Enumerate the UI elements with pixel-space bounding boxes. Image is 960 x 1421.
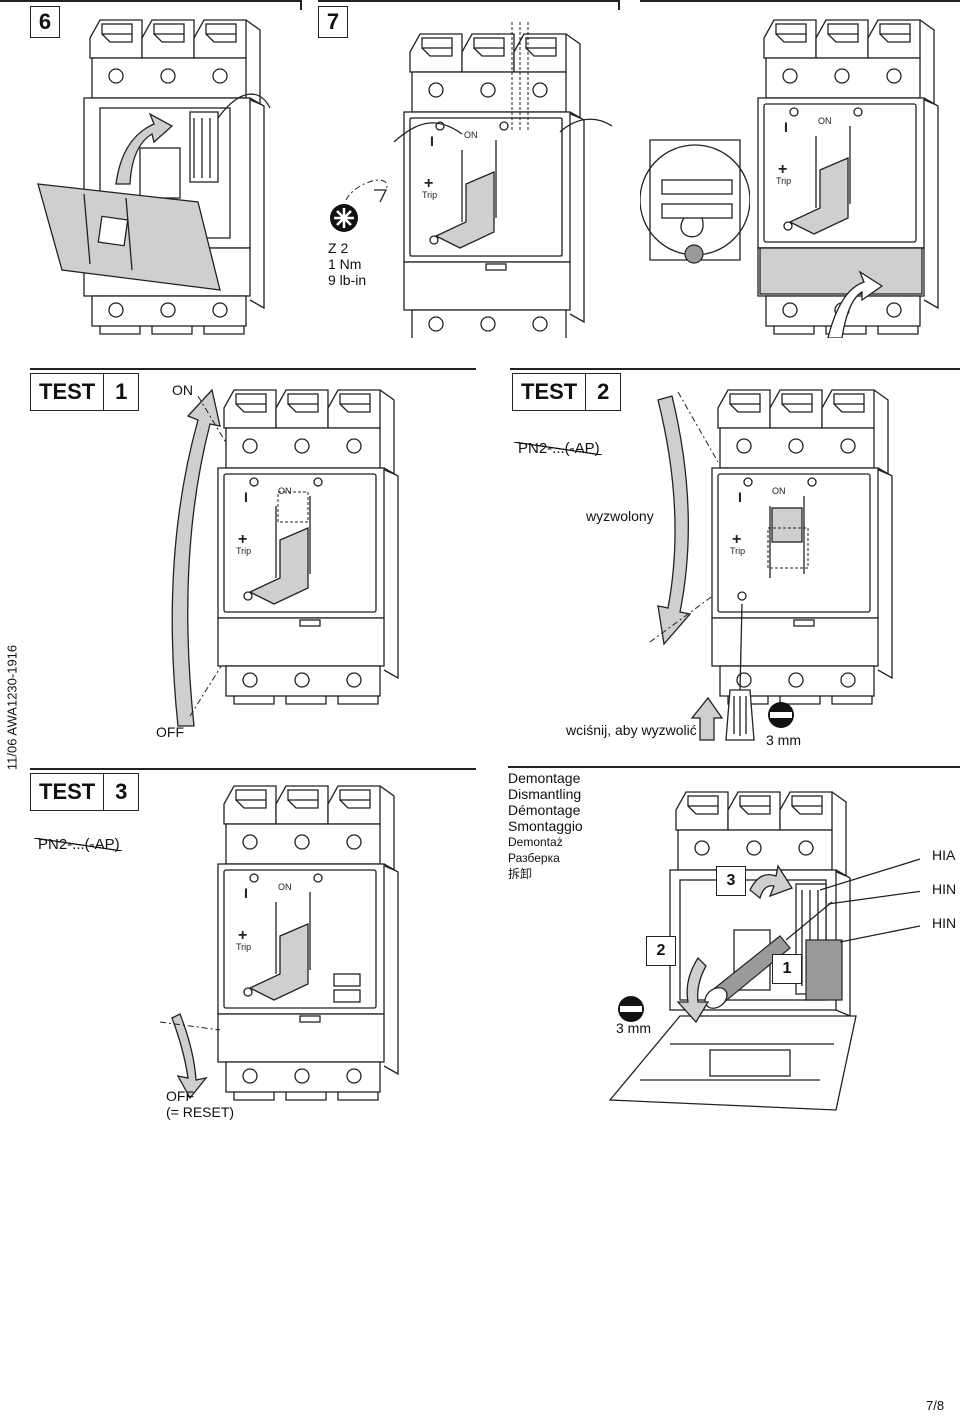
test-two-label: TEST	[513, 374, 587, 410]
dismantle-line-it: Smontaggio	[508, 818, 583, 834]
dismantle-tool-size: 3 mm	[616, 1020, 651, 1036]
step-six-badge: 6	[30, 6, 60, 38]
dismantle-line-de: Demontage	[508, 770, 581, 786]
test-two-tool-size: 3 mm	[766, 732, 801, 748]
side-document-code: 11/06 AWA1230-1916	[4, 644, 20, 771]
dismantle-text-block: Demontage Dismantling Démontage Smontagg…	[508, 770, 583, 882]
test-two-arrow	[649, 392, 719, 646]
test-three-reset-label: (= RESET)	[166, 1104, 235, 1120]
test-three-number: 3	[115, 779, 128, 804]
torque-bit: Z 2	[328, 240, 349, 256]
test-one-breaker	[204, 372, 404, 712]
test-two-part-number: PN2-...(-AP)	[514, 440, 602, 457]
screwdriver-icon	[690, 603, 755, 741]
test-three-header: TEST 3	[30, 773, 140, 811]
test-one-arrow	[171, 388, 240, 727]
test-three-breaker	[204, 768, 404, 1108]
test-one-on-label: ON	[172, 382, 193, 398]
torque-lbin: 9 lb-in	[328, 272, 367, 288]
dismantle-step-three: 3	[716, 866, 746, 896]
callout-hin-two: HIN	[932, 915, 957, 931]
test-two-number: 2	[597, 379, 610, 404]
callout-hin-one: HIN	[932, 881, 957, 897]
screwdriver-torque-icon	[330, 179, 388, 232]
test-three-part-number: PN2-...(-AP)	[34, 836, 122, 853]
torque-nm: 1 Nm	[328, 256, 362, 272]
dismantle-line-zh: 拆卸	[508, 867, 533, 881]
dismantle-step-two: 2	[646, 936, 676, 966]
step-six-illustration	[37, 8, 271, 338]
dismantle-flat-blade-icon	[618, 996, 644, 1022]
test-three-label: TEST	[31, 774, 105, 810]
flat-blade-tip-icon	[768, 702, 794, 728]
test-one-off-label: OFF	[156, 724, 184, 740]
test-two-released-label: wyzwolony	[586, 508, 654, 524]
test-three-off-label: OFF	[166, 1088, 194, 1104]
dismantle-line-en: Dismantling	[508, 786, 582, 802]
test-one-label: TEST	[31, 374, 105, 410]
page-number: 7/8	[926, 1398, 945, 1413]
dismantle-line-fr: Démontage	[508, 802, 581, 818]
test-one-number: 1	[115, 379, 128, 404]
step-seven-badge: 7	[318, 6, 348, 38]
test-one-header: TEST 1	[30, 373, 140, 411]
callout-hia: HIA	[932, 847, 956, 863]
step-seven-right-illustration	[744, 8, 954, 338]
test-two-press-instruction: wciśnij, aby wyzwolić	[566, 722, 697, 738]
dismantle-breaker	[608, 791, 920, 1111]
test-two-header: TEST 2	[512, 373, 622, 411]
test-two-breaker	[698, 372, 898, 712]
dismantle-step-one: 1	[772, 954, 802, 984]
step-seven-illustration	[393, 22, 613, 338]
test-three-arrow	[160, 1013, 221, 1100]
padlock-detail-icon	[640, 139, 750, 264]
dismantle-line-pl: Demontaż	[508, 835, 563, 849]
dismantle-line-ru: Разберка	[508, 851, 560, 865]
